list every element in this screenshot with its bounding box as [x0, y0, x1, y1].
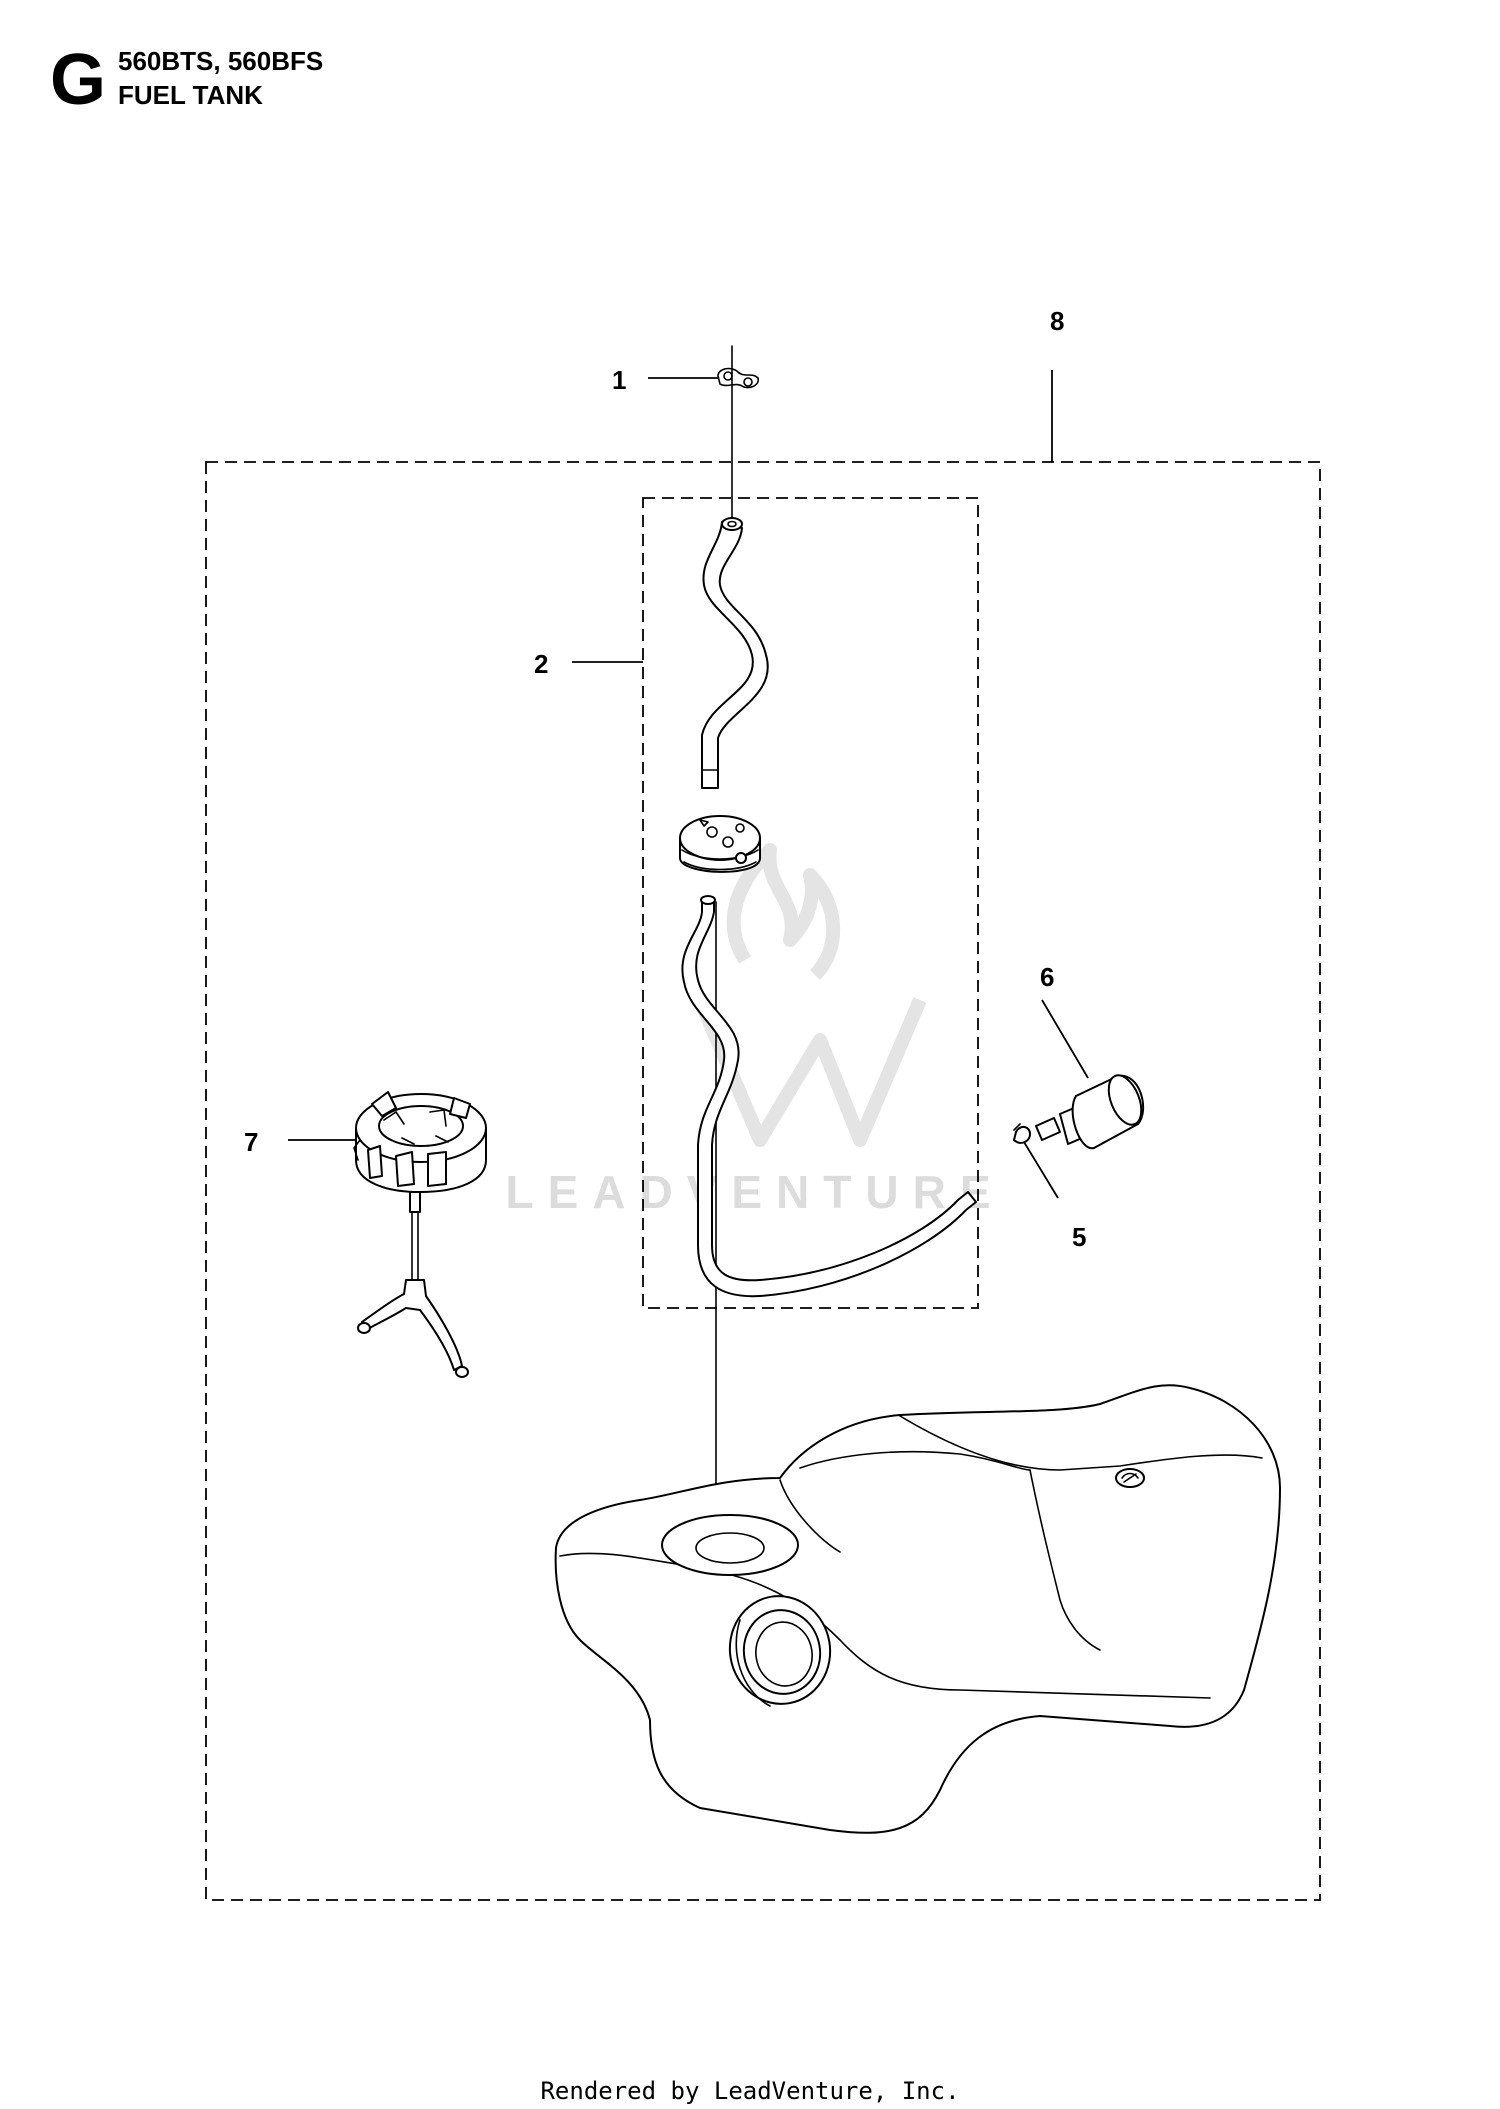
page-title: FUEL TANK: [118, 80, 263, 110]
part-5-hose-clamp: [1013, 1123, 1031, 1144]
footer-credit: Rendered by LeadVenture, Inc.: [540, 2077, 960, 2105]
part-6-fuel-filter: [1035, 1074, 1145, 1150]
assembly-boundary-8: [205, 461, 1321, 1901]
watermark: LEADVENTURE: [505, 843, 1004, 1218]
part-2-grommet: [679, 815, 761, 873]
callout-1: 1: [612, 365, 626, 395]
watermark-logo-icon: [693, 843, 927, 1147]
part-7-pickup-weight: [357, 1191, 469, 1378]
leader-lines: [288, 370, 1089, 1199]
part-2-vent-hose: [701, 517, 769, 789]
callout-8: 8: [1050, 306, 1064, 336]
watermark-text: LEADVENTURE: [505, 1166, 1004, 1218]
section-letter: G: [50, 40, 107, 120]
callout-7: 7: [244, 1127, 258, 1157]
part-7-fuel-cap: [353, 1091, 487, 1193]
callout-5: 5: [1072, 1222, 1086, 1252]
fuel-tank-body: [554, 1384, 1281, 1834]
model-numbers: 560BTS, 560BFS: [118, 46, 324, 76]
part-2-fuel-hose: [681, 895, 977, 1298]
brand-logo-icon: [1115, 1468, 1145, 1488]
callout-2: 2: [534, 649, 548, 679]
assembly-boundary-2: [642, 497, 979, 1309]
page-header: G 560BTS, 560BFS FUEL TANK: [50, 44, 450, 124]
part-1-clip: [717, 367, 759, 389]
callout-6: 6: [1040, 962, 1054, 992]
